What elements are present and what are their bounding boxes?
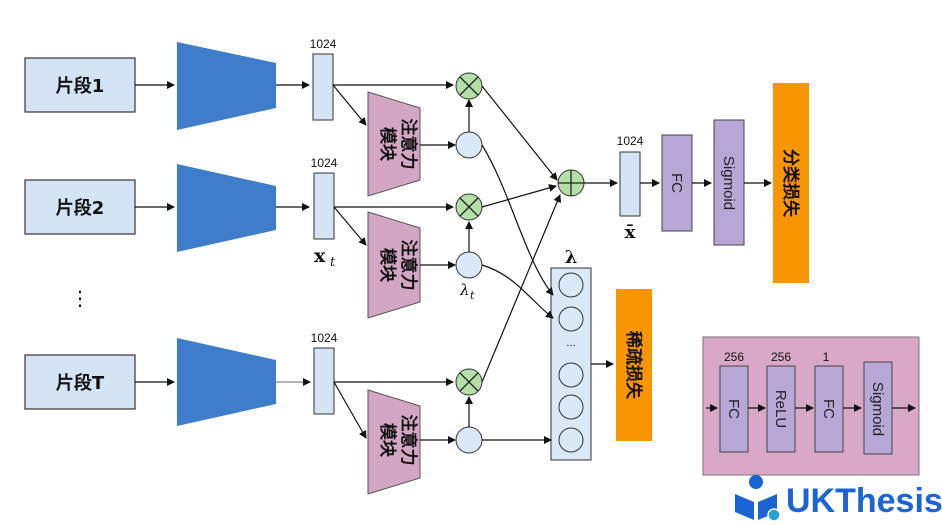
encoder-2 [177, 164, 276, 252]
sparsity-loss [616, 289, 652, 441]
classifier-fc-label: FC [668, 173, 685, 193]
detail-dim-3: 1 [823, 350, 830, 364]
pooled-feature [619, 151, 641, 217]
classifier-sigmoid [713, 119, 745, 246]
segment-label-1: 片段1 [56, 75, 105, 97]
detail-sigmoid-label: Sigmoid [869, 382, 886, 436]
detail-fc-2-label: FC [820, 399, 837, 419]
attention-label-1b: 模块 [377, 127, 398, 162]
x-t-label: x [314, 245, 326, 267]
attention-module-1 [367, 91, 421, 197]
lambda-element-2 [558, 306, 584, 332]
pooled-label: x̄ [625, 222, 636, 243]
feature-vector-1 [312, 53, 334, 121]
lambda-circle-2 [455, 251, 483, 279]
encoder-1 [177, 42, 276, 130]
detail-dim-1: 256 [724, 350, 744, 364]
lambda-element-5 [558, 427, 584, 453]
detail-fc-2 [814, 365, 844, 453]
lambda-circle-1 [455, 131, 483, 159]
encoder-t [177, 338, 276, 426]
lambda-element-1 [558, 272, 584, 298]
segment-box-t [24, 354, 136, 410]
attention-module-t [367, 389, 421, 495]
multiply-icon-1 [459, 76, 479, 96]
detail-sigmoid [863, 361, 893, 455]
classification-loss [773, 83, 809, 283]
attention-label-ta: 注意力 [398, 415, 419, 466]
feature-dim-1: 1024 [310, 37, 337, 51]
classifier-fc [661, 134, 693, 232]
watermark-text: UKThesis [786, 482, 942, 520]
segment-label-2: 片段2 [56, 197, 105, 219]
segment-box-1 [24, 57, 136, 113]
segment-label-t: 片段T [56, 372, 105, 394]
attention-label-tb: 模块 [377, 423, 398, 458]
detail-relu [766, 365, 796, 453]
lambda-t-subscript: t [470, 289, 475, 302]
attention-label-2a: 注意力 [398, 240, 419, 291]
classification-loss-label: 分类损失 [780, 149, 801, 218]
multiply-icon-t [459, 372, 479, 392]
detail-fc-1 [719, 365, 749, 453]
lambda-t-label: λ [459, 281, 470, 299]
segment-box-2 [24, 179, 136, 235]
sparsity-loss-label: 稀疏损失 [623, 331, 644, 400]
feature-dim-t: 1024 [311, 331, 338, 345]
x-t-subscript: t [330, 255, 336, 270]
feature-vector-2 [313, 172, 335, 240]
detail-dim-2: 256 [771, 350, 791, 364]
multiply-icon-2 [459, 197, 479, 217]
plus-icon [558, 170, 584, 196]
lambda-ellipsis: ··· [566, 341, 576, 352]
feature-dim-2: 1024 [311, 156, 338, 170]
uk-thesis-logo-icon [735, 475, 781, 522]
attention-label-2b: 模块 [377, 248, 398, 283]
detail-fc-1-label: FC [725, 399, 742, 419]
classifier-sigmoid-label: Sigmoid [720, 156, 737, 210]
feature-vector-t [313, 347, 335, 415]
lambda-element-4 [558, 394, 584, 420]
lambda-element-3 [558, 362, 584, 388]
attention-module-2 [367, 211, 421, 319]
lambda-vector-label: λ [565, 247, 578, 268]
lambda-circle-t [455, 426, 483, 454]
segment-ellipsis: ⋮ [70, 286, 90, 310]
detail-relu-label: ReLU [772, 390, 789, 428]
attention-label-1a: 注意力 [398, 119, 419, 170]
pooled-dim: 1024 [617, 134, 644, 148]
